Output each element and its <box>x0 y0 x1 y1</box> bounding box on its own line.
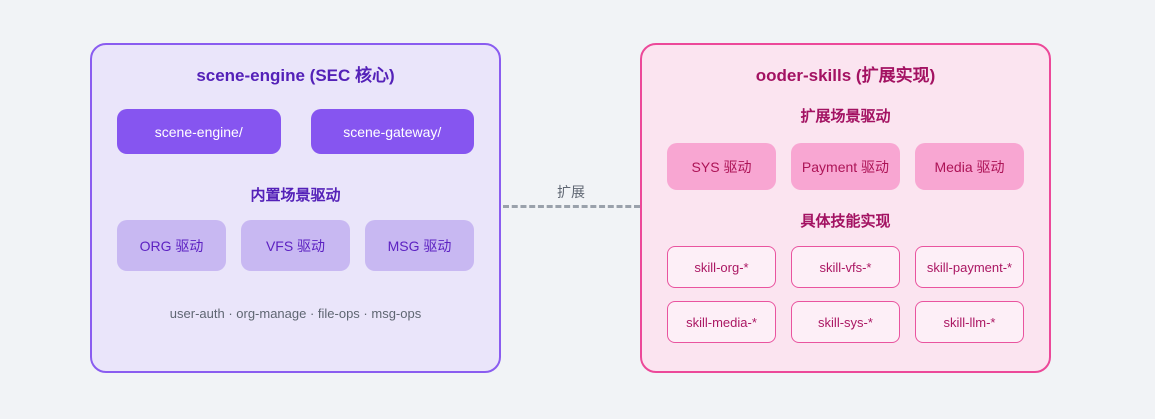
scene-engine-panel-title: scene-engine (SEC 核心) <box>196 66 395 85</box>
extension-dashed-line <box>503 205 640 208</box>
module-chip-scene-gateway: scene-gateway/ <box>310 109 474 154</box>
skill-chip-payment: skill-payment-* <box>915 246 1024 288</box>
skill-chip-vfs: skill-vfs-* <box>791 246 900 288</box>
driver-chip-media: Media 驱动 <box>915 143 1024 190</box>
driver-chip-sys: SYS 驱动 <box>667 143 776 190</box>
driver-chip-vfs: VFS 驱动 <box>241 220 350 271</box>
skill-chip-sys: skill-sys-* <box>791 301 900 343</box>
capabilities-note: user-auth · org-manage · file-ops · msg-… <box>169 306 422 321</box>
builtin-drivers-label: 内置场景驱动 <box>250 187 341 204</box>
builtin-drivers-row: ORG 驱动 VFS 驱动 MSG 驱动 <box>117 220 474 271</box>
skill-chip-llm: skill-llm-* <box>915 301 1024 343</box>
ooder-skills-panel-title: ooder-skills (扩展实现) <box>755 66 936 85</box>
skill-chip-org: skill-org-* <box>667 246 776 288</box>
ooder-skills-panel: ooder-skills (扩展实现) 扩展场景驱动 SYS 驱动 Paymen… <box>640 43 1051 373</box>
scene-engine-panel: scene-engine (SEC 核心) scene-engine/ scen… <box>90 43 501 373</box>
extension-connector-label: 扩展 <box>557 184 585 200</box>
skills-label: 具体技能实现 <box>800 213 891 230</box>
core-modules-row: scene-engine/ scene-gateway/ <box>117 109 474 154</box>
extended-drivers-row: SYS 驱动 Payment 驱动 Media 驱动 <box>667 143 1024 190</box>
driver-chip-org: ORG 驱动 <box>117 220 226 271</box>
driver-chip-payment: Payment 驱动 <box>791 143 900 190</box>
driver-chip-msg: MSG 驱动 <box>365 220 474 271</box>
skills-row-2: skill-media-* skill-sys-* skill-llm-* <box>667 301 1024 343</box>
skill-chip-media: skill-media-* <box>667 301 776 343</box>
skills-row-1: skill-org-* skill-vfs-* skill-payment-* <box>667 246 1024 288</box>
module-chip-scene-engine: scene-engine/ <box>117 109 281 154</box>
extended-drivers-label: 扩展场景驱动 <box>800 108 891 125</box>
